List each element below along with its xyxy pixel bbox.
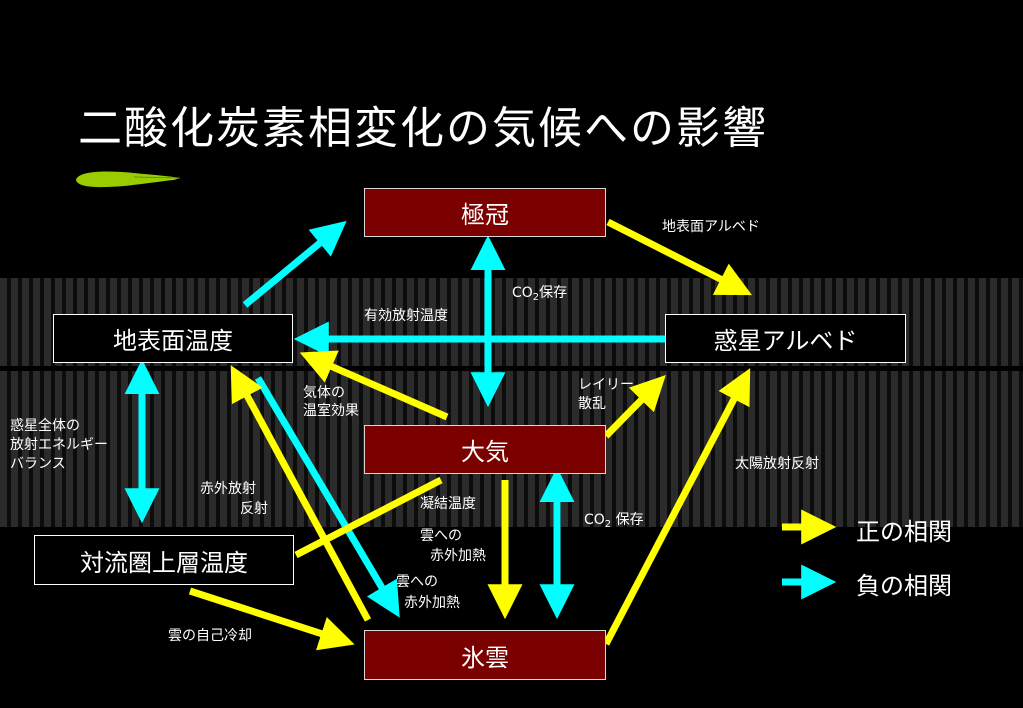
node-planetary-albedo: 惑星アルベド bbox=[665, 314, 906, 363]
page-title: 二酸化炭素相変化の気候への影響 bbox=[78, 103, 768, 154]
brush-stroke-decoration bbox=[76, 171, 181, 188]
legend-positive-label: 正の相関 bbox=[856, 518, 952, 546]
node-atmosphere: 大気 bbox=[364, 425, 606, 474]
label-rayleigh-line1: レイリー bbox=[578, 377, 634, 393]
label-energy-balance-line3: バランス bbox=[10, 456, 66, 472]
label-rayleigh-line2: 散乱 bbox=[578, 396, 606, 412]
legend-negative-label: 負の相関 bbox=[856, 572, 952, 600]
label-surface-albedo: 地表面アルベド bbox=[662, 219, 760, 235]
label-ir-reflection-line2: 反射 bbox=[240, 501, 268, 517]
label-greenhouse-line2: 温室効果 bbox=[303, 403, 359, 419]
arrow-atmosphere-to-albedo bbox=[603, 375, 666, 439]
arrow-upper-temp-to-ice-cloud bbox=[188, 587, 355, 651]
label-solar-reflection: 太陽放射反射 bbox=[735, 456, 819, 472]
arrow-surface-temp-to-ice-cloud bbox=[254, 376, 400, 618]
label-effective-radiation-temp: 有効放射温度 bbox=[364, 308, 448, 324]
node-ice-cloud: 氷雲 bbox=[364, 630, 606, 680]
label-ir-reflection-line1: 赤外放射 bbox=[200, 481, 256, 497]
label-cloud-ir-heating-b-line1: 雲への bbox=[396, 574, 438, 590]
arrow-surface-temp-to-ice-cap bbox=[242, 220, 347, 308]
node-ice-cap: 極冠 bbox=[364, 188, 606, 237]
arrow-ice-cloud-to-surface-temp bbox=[230, 365, 372, 622]
label-greenhouse-line1: 気体の bbox=[303, 385, 345, 401]
arrow-ice-cap-to-albedo bbox=[606, 218, 752, 296]
label-co2-storage-top: CO2保存 bbox=[512, 285, 568, 303]
label-cloud-ir-heating-a-line2: 赤外加熱 bbox=[430, 548, 486, 564]
label-co2-storage-bottom: CO2 保存 bbox=[584, 512, 644, 530]
arrow-ice-cloud-to-albedo bbox=[602, 368, 751, 646]
label-energy-balance-line2: 放射エネルギー bbox=[10, 437, 108, 453]
label-cloud-self-cooling: 雲の自己冷却 bbox=[168, 628, 252, 644]
node-upper-troposphere-temperature: 対流圏上層温度 bbox=[34, 535, 294, 585]
label-condensation-temp: 凝結温度 bbox=[420, 496, 476, 512]
arrow-atmosphere-to-upper-temp bbox=[294, 476, 443, 559]
arrow-atmosphere-to-surface-temp bbox=[299, 350, 449, 421]
label-cloud-ir-heating-b-line2: 赤外加熱 bbox=[404, 595, 460, 611]
label-cloud-ir-heating-a-line1: 雲への bbox=[420, 528, 462, 544]
node-surface-temperature: 地表面温度 bbox=[53, 314, 293, 363]
label-energy-balance-line1: 惑星全体の bbox=[10, 418, 80, 434]
